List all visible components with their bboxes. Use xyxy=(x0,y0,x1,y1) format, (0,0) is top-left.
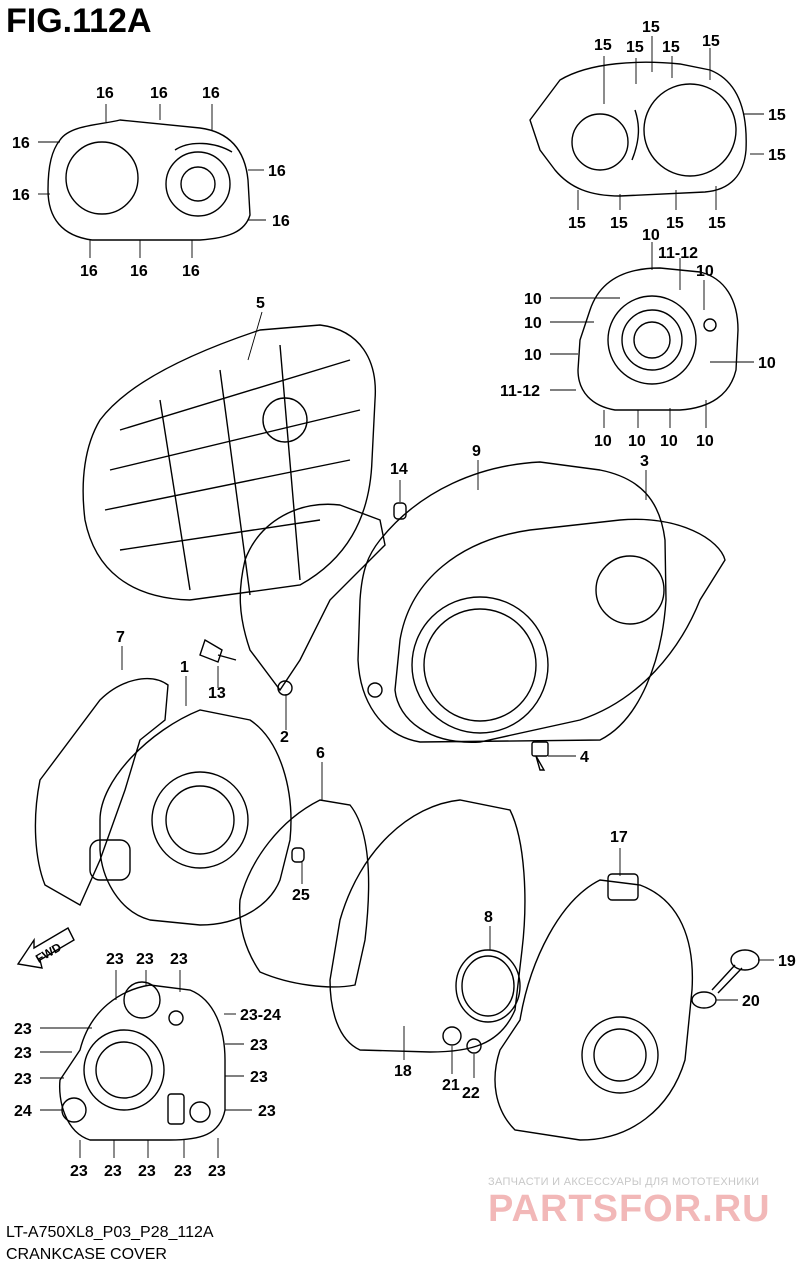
callout-labels: 16 16 16 16 16 16 16 16 16 16 15 15 15 1… xyxy=(12,19,796,1180)
callout-10: 10 xyxy=(642,227,660,244)
callout-14: 14 xyxy=(390,461,408,478)
callout-16: 16 xyxy=(96,85,114,102)
part-6-gasket xyxy=(238,799,370,988)
callout-11-12: 11-12 xyxy=(500,383,540,400)
callout-16: 16 xyxy=(12,135,30,152)
part-15-cover-gasket xyxy=(529,61,747,197)
part-10-magneto-cover xyxy=(577,267,739,411)
callout-23-24: 23-24 xyxy=(240,1007,281,1024)
figure-code: LT-A750XL8_P03_P28_112A xyxy=(6,1224,214,1241)
callout-23: 23 xyxy=(250,1069,268,1086)
callout-10: 10 xyxy=(524,315,542,332)
part-9-gasket xyxy=(357,461,667,743)
callout-16: 16 xyxy=(150,85,168,102)
watermark-logo: PARTSFOR.RU xyxy=(488,1188,771,1230)
part-19-filler-cap xyxy=(711,949,760,994)
callout-23: 23 xyxy=(208,1163,226,1180)
callout-23: 23 xyxy=(250,1037,268,1054)
callout-23: 23 xyxy=(14,1021,32,1038)
callout-21: 21 xyxy=(442,1077,460,1094)
callout-10: 10 xyxy=(696,433,714,450)
callout-10: 10 xyxy=(594,433,612,450)
callout-10: 10 xyxy=(628,433,646,450)
callout-15: 15 xyxy=(594,37,612,54)
callout-15: 15 xyxy=(666,215,684,232)
part-14-dowel xyxy=(393,502,407,520)
callout-10: 10 xyxy=(758,355,776,372)
leader-lines xyxy=(38,36,774,1158)
part-17-cover xyxy=(494,873,694,1141)
callout-16: 16 xyxy=(182,263,200,280)
part-8-o-ring xyxy=(455,949,521,1023)
part-20-o-ring xyxy=(691,991,717,1009)
callout-11-12: 11-12 xyxy=(658,245,698,262)
callout-23: 23 xyxy=(138,1163,156,1180)
part-7-gasket xyxy=(34,678,169,906)
callout-13: 13 xyxy=(208,685,226,702)
callout-18: 18 xyxy=(394,1063,412,1080)
fwd-arrow-icon xyxy=(16,927,75,969)
callout-16: 16 xyxy=(268,163,286,180)
callout-23: 23 xyxy=(106,951,124,968)
callout-23: 23 xyxy=(70,1163,88,1180)
callout-15: 15 xyxy=(708,215,726,232)
part-4-bolt xyxy=(531,741,549,771)
callout-24: 24 xyxy=(14,1103,32,1120)
callout-15: 15 xyxy=(662,39,680,56)
callout-10: 10 xyxy=(524,347,542,364)
callout-25: 25 xyxy=(292,887,310,904)
callout-10: 10 xyxy=(524,291,542,308)
figure-name: CRANKCASE COVER xyxy=(6,1246,167,1263)
callout-23: 23 xyxy=(258,1103,276,1120)
callout-20: 20 xyxy=(742,993,760,1010)
callout-23: 23 xyxy=(174,1163,192,1180)
callout-23: 23 xyxy=(170,951,188,968)
callout-2: 2 xyxy=(280,729,289,746)
callout-7: 7 xyxy=(116,629,125,646)
part-1-housing xyxy=(89,709,292,926)
part-25-dowel xyxy=(291,847,305,863)
part-23-lower-cover xyxy=(58,981,226,1141)
callout-17: 17 xyxy=(610,829,628,846)
callout-4: 4 xyxy=(580,749,589,766)
callout-6: 6 xyxy=(316,745,325,762)
callout-15: 15 xyxy=(642,19,660,36)
part-13-bolt xyxy=(199,638,237,663)
part-16-cover-gasket xyxy=(47,119,251,241)
callout-23: 23 xyxy=(14,1045,32,1062)
callout-16: 16 xyxy=(202,85,220,102)
callout-23: 23 xyxy=(14,1071,32,1088)
callout-16: 16 xyxy=(80,263,98,280)
callout-16: 16 xyxy=(12,187,30,204)
callout-16: 16 xyxy=(130,263,148,280)
part-3-crankcase-cover xyxy=(394,518,726,743)
callout-15: 15 xyxy=(626,39,644,56)
callout-8: 8 xyxy=(484,909,493,926)
callout-10: 10 xyxy=(696,263,714,280)
part-5-outer-cover xyxy=(82,324,376,601)
callout-15: 15 xyxy=(702,33,720,50)
callout-23: 23 xyxy=(104,1163,122,1180)
callout-15: 15 xyxy=(610,215,628,232)
figure-title: FIG.112A xyxy=(6,2,152,40)
callout-3: 3 xyxy=(640,453,649,470)
callout-22: 22 xyxy=(462,1085,480,1102)
callout-9: 9 xyxy=(472,443,481,460)
part-21-plug xyxy=(442,1026,462,1046)
part-22-washer xyxy=(466,1038,482,1054)
callout-10: 10 xyxy=(660,433,678,450)
callout-15: 15 xyxy=(768,107,786,124)
callout-15: 15 xyxy=(568,215,586,232)
watermark-tagline: ЗАПЧАСТИ И АКСЕССУАРЫ ДЛЯ МОТОТЕХНИКИ xyxy=(488,1176,760,1188)
part-18-gasket xyxy=(329,799,526,1053)
callout-19: 19 xyxy=(778,953,796,970)
callout-1: 1 xyxy=(180,659,189,676)
callout-16: 16 xyxy=(272,213,290,230)
part-2-bracket xyxy=(239,503,386,698)
callout-5: 5 xyxy=(256,295,265,312)
callout-23: 23 xyxy=(136,951,154,968)
callout-15: 15 xyxy=(768,147,786,164)
